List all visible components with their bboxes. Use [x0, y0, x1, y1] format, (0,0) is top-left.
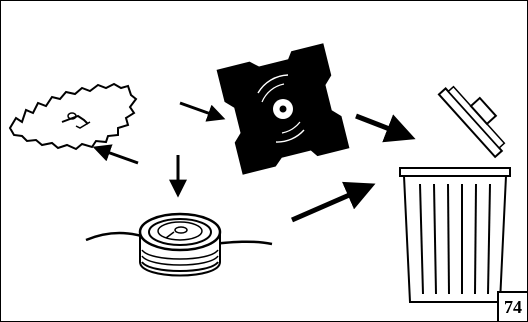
saw-blade-icon [8, 82, 138, 151]
four-tooth-blade-icon [216, 43, 350, 175]
arrow-to-saw [92, 144, 139, 165]
trimmer-head-icon [85, 212, 273, 277]
page-number-badge: 74 [497, 291, 527, 321]
trash-bin-icon [399, 85, 511, 303]
arrow-blade-to-bin [355, 113, 416, 143]
arrow-to-blade [179, 101, 226, 122]
arrow-trimmer-to-bin [291, 181, 376, 223]
